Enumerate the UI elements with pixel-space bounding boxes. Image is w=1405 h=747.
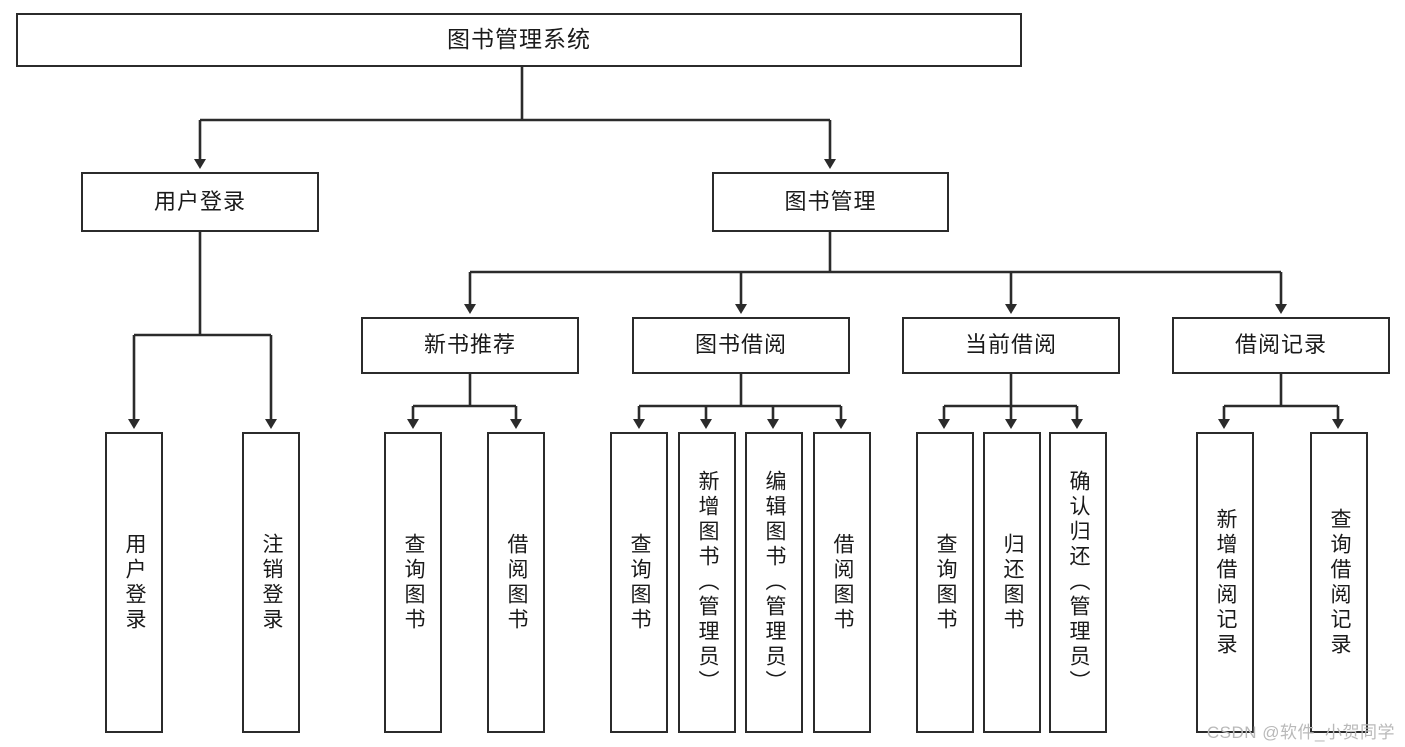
leaf-current-borrow-confirm-return[interactable]: 确认归还（管理员） <box>1049 432 1107 733</box>
leaf-borrow-record-add[interactable]: 新增借阅记录 <box>1196 432 1254 733</box>
node-label: 归还图书 <box>1001 532 1025 633</box>
node-label: 查询图书 <box>628 532 652 633</box>
node-label: 查询图书 <box>402 532 426 633</box>
node-book-management[interactable]: 图书管理 <box>712 172 949 232</box>
node-label: 编辑图书（管理员） <box>763 470 787 695</box>
node-new-book-recommend[interactable]: 新书推荐 <box>361 317 579 374</box>
node-label: 用户登录 <box>153 188 246 214</box>
node-user-login[interactable]: 用户登录 <box>81 172 319 232</box>
leaf-book-borrow-add[interactable]: 新增图书（管理员） <box>678 432 736 733</box>
leaf-new-book-query[interactable]: 查询图书 <box>384 432 442 733</box>
node-borrow-record[interactable]: 借阅记录 <box>1172 317 1390 374</box>
leaf-book-borrow-edit[interactable]: 编辑图书（管理员） <box>745 432 803 733</box>
leaf-new-book-borrow[interactable]: 借阅图书 <box>487 432 545 733</box>
leaf-user-login-logout[interactable]: 注销登录 <box>242 432 300 733</box>
node-label: 注销登录 <box>260 532 284 633</box>
node-label: 查询借阅记录 <box>1328 507 1352 658</box>
leaf-current-borrow-query[interactable]: 查询图书 <box>916 432 974 733</box>
leaf-current-borrow-return[interactable]: 归还图书 <box>983 432 1041 733</box>
node-book-borrow[interactable]: 图书借阅 <box>632 317 850 374</box>
node-label: 图书管理 <box>784 188 877 214</box>
node-label: 借阅图书 <box>831 532 855 633</box>
node-label: 借阅记录 <box>1234 332 1327 358</box>
node-label: 确认归还（管理员） <box>1067 470 1091 695</box>
node-root-book-management-system[interactable]: 图书管理系统 <box>16 13 1022 67</box>
leaf-borrow-record-query[interactable]: 查询借阅记录 <box>1310 432 1368 733</box>
node-label: 借阅图书 <box>505 532 529 633</box>
node-label: 查询图书 <box>934 532 958 633</box>
csdn-watermark: CSDN @软件_小贺同学 <box>1206 723 1395 742</box>
node-label: 图书管理系统 <box>447 26 591 53</box>
node-current-borrow[interactable]: 当前借阅 <box>902 317 1120 374</box>
leaf-user-login-login[interactable]: 用户登录 <box>105 432 163 733</box>
node-label: 图书借阅 <box>694 332 787 358</box>
node-label: 新书推荐 <box>423 332 516 358</box>
leaf-book-borrow-query[interactable]: 查询图书 <box>610 432 668 733</box>
node-label: 新增图书（管理员） <box>696 470 720 695</box>
leaf-book-borrow-borrow[interactable]: 借阅图书 <box>813 432 871 733</box>
node-label: 用户登录 <box>123 532 147 633</box>
node-label: 新增借阅记录 <box>1214 507 1238 658</box>
node-label: 当前借阅 <box>964 332 1057 358</box>
